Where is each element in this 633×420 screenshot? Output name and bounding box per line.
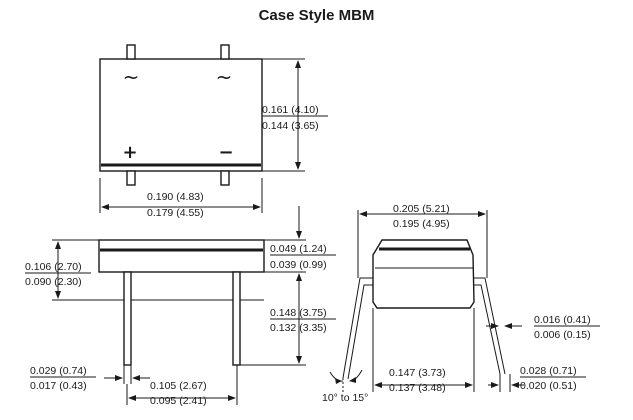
plus-symbol: + (122, 142, 137, 163)
end-lead-thickness-min: 0.006 (0.15) (534, 329, 591, 341)
top-pin-1 (126, 44, 136, 60)
top-height-min: 0.144 (3.65) (262, 120, 319, 132)
side-view-body (98, 239, 265, 273)
end-lead-right-outer (472, 277, 506, 375)
side-view: 0.106 (2.70) 0.090 (2.30) 0.049 (1.24) 0… (25, 206, 336, 407)
side-lead-length-min: 0.132 (3.35) (270, 322, 327, 334)
end-body-width-min: 0.137 (3.48) (389, 382, 446, 394)
diagram-title: Case Style MBM (258, 7, 375, 24)
end-lead-thickness-max: 0.016 (0.41) (534, 314, 591, 326)
side-lead-right (232, 271, 241, 366)
top-width-max: 0.190 (4.83) (147, 191, 204, 203)
end-angle-label: 10° to 15° (322, 392, 368, 404)
minus-symbol: − (218, 142, 233, 163)
top-view: ~ ~ + − 0.161 (4.10) 0.144 (3.65) 0.190 … (99, 44, 328, 219)
bottom-pin-2 (220, 170, 230, 186)
end-foot-length-max: 0.028 (0.71) (520, 365, 577, 377)
side-lead-length-max: 0.148 (3.75) (270, 307, 327, 319)
side-body-height-max: 0.106 (2.70) (25, 261, 82, 273)
side-standoff-min: 0.039 (0.99) (270, 259, 327, 271)
side-standoff-max: 0.049 (1.24) (270, 243, 327, 255)
end-lead-left-inner (347, 284, 373, 380)
end-overall-width-min: 0.195 (4.95) (393, 218, 450, 230)
side-lead-width-min: 0.017 (0.43) (30, 380, 87, 392)
end-overall-width-max: 0.205 (5.21) (393, 203, 450, 215)
top-pin-2 (220, 44, 230, 60)
end-view-body (372, 239, 475, 309)
side-body-height-min: 0.090 (2.30) (25, 276, 82, 288)
top-view-body (99, 58, 263, 172)
end-lead-left-outer (342, 277, 373, 379)
bottom-pin-1 (126, 170, 136, 186)
end-body-width-max: 0.147 (3.73) (389, 367, 446, 379)
ac-symbol-right: ~ (216, 65, 233, 89)
top-height-max: 0.161 (4.10) (262, 104, 319, 116)
end-view: 0.205 (5.21) 0.195 (4.95) 0.016 (0.41) 0… (322, 203, 600, 404)
top-width-min: 0.179 (4.55) (147, 207, 204, 219)
side-lead-left (123, 271, 132, 366)
side-lead-pitch-min: 0.095 (2.41) (150, 395, 207, 407)
side-lead-width-max: 0.029 (0.74) (30, 365, 87, 377)
side-lead-pitch-max: 0.105 (2.67) (150, 380, 207, 392)
end-foot-length-min: 0.020 (0.51) (520, 380, 577, 392)
end-lead-right-inner (472, 284, 501, 375)
ac-symbol-left: ~ (123, 65, 140, 89)
